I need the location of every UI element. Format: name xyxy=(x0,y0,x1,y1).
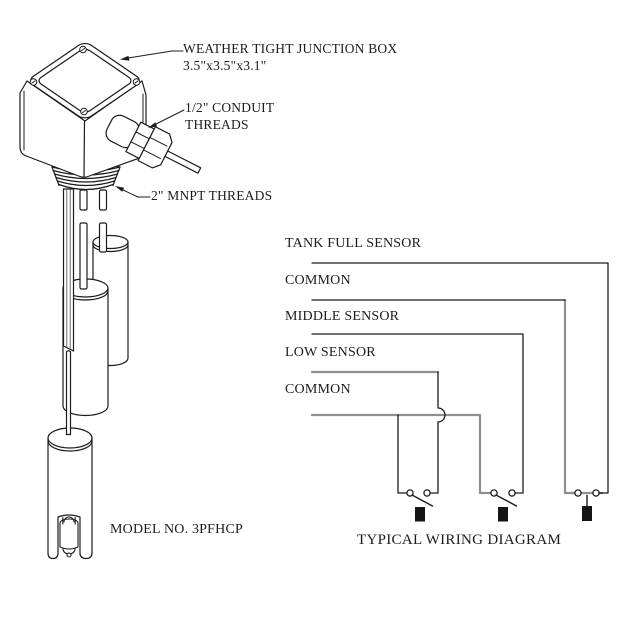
stem-tube xyxy=(62,188,75,352)
float-bottom xyxy=(47,427,93,560)
magnet xyxy=(498,507,508,522)
stem-rod xyxy=(65,350,72,436)
wire-middle-sensor xyxy=(311,333,524,494)
wiring-label-common-1: COMMON xyxy=(285,273,351,288)
magnet xyxy=(415,507,425,522)
junction-box-label-line2: 3.5"x3.5"x3.1" xyxy=(183,58,267,73)
wire-common2-branch xyxy=(397,414,408,494)
rod-stub xyxy=(79,189,88,211)
contact xyxy=(423,489,431,497)
callout-leaders xyxy=(115,50,185,198)
lid-screws xyxy=(29,45,141,116)
wire-tank-full xyxy=(311,262,609,494)
conduit-label-line1: 1/2" CONDUIT xyxy=(185,100,275,115)
arrowhead xyxy=(120,55,130,61)
contact xyxy=(592,489,600,497)
model-number-label: MODEL NO. 3PFHCP xyxy=(110,522,243,537)
conduit-fitting xyxy=(105,114,202,174)
wiring-label-tank-full: TANK FULL SENSOR xyxy=(285,236,422,251)
switch-contacts xyxy=(406,489,600,497)
wiring-diagram xyxy=(310,262,609,522)
float-middle xyxy=(62,278,109,417)
switch-arm-low xyxy=(411,494,434,507)
float-assembly xyxy=(47,188,129,560)
box-front-edge xyxy=(83,120,86,178)
wiring-label-common-2: COMMON xyxy=(285,382,351,397)
junction-box xyxy=(19,41,202,178)
switch-arm-middle xyxy=(495,494,518,507)
junction-box-label-line1: WEATHER TIGHT JUNCTION BOX xyxy=(183,41,398,56)
sensor-stem xyxy=(62,188,108,436)
float-cage xyxy=(59,516,79,558)
arrowhead xyxy=(148,122,158,128)
rod-stub xyxy=(98,189,108,211)
rod-middle xyxy=(79,222,88,290)
magnet xyxy=(582,506,592,521)
wiring-diagram-title: TYPICAL WIRING DIAGRAM xyxy=(357,532,562,548)
contact xyxy=(508,489,516,497)
mnpt-label: 2" MNPT THREADS xyxy=(151,188,273,203)
wire-common1-drop xyxy=(563,298,577,495)
wiring-label-low-sensor: LOW SENSOR xyxy=(285,345,376,360)
leader-conduit xyxy=(155,109,185,125)
contact xyxy=(574,489,582,497)
wire-low-drop-with-hop xyxy=(430,371,446,494)
cable xyxy=(164,150,202,174)
leader-junction-box xyxy=(127,50,184,59)
arrowhead xyxy=(115,186,125,192)
rod-upper xyxy=(98,222,108,253)
wiring-label-middle-sensor: MIDDLE SENSOR xyxy=(285,309,400,324)
box-lid xyxy=(27,41,143,120)
conduit-label-line2: THREADS xyxy=(185,117,249,132)
leader-mnpt xyxy=(122,189,151,198)
wire-common2-drop xyxy=(478,413,492,495)
compression-nut xyxy=(137,126,173,169)
